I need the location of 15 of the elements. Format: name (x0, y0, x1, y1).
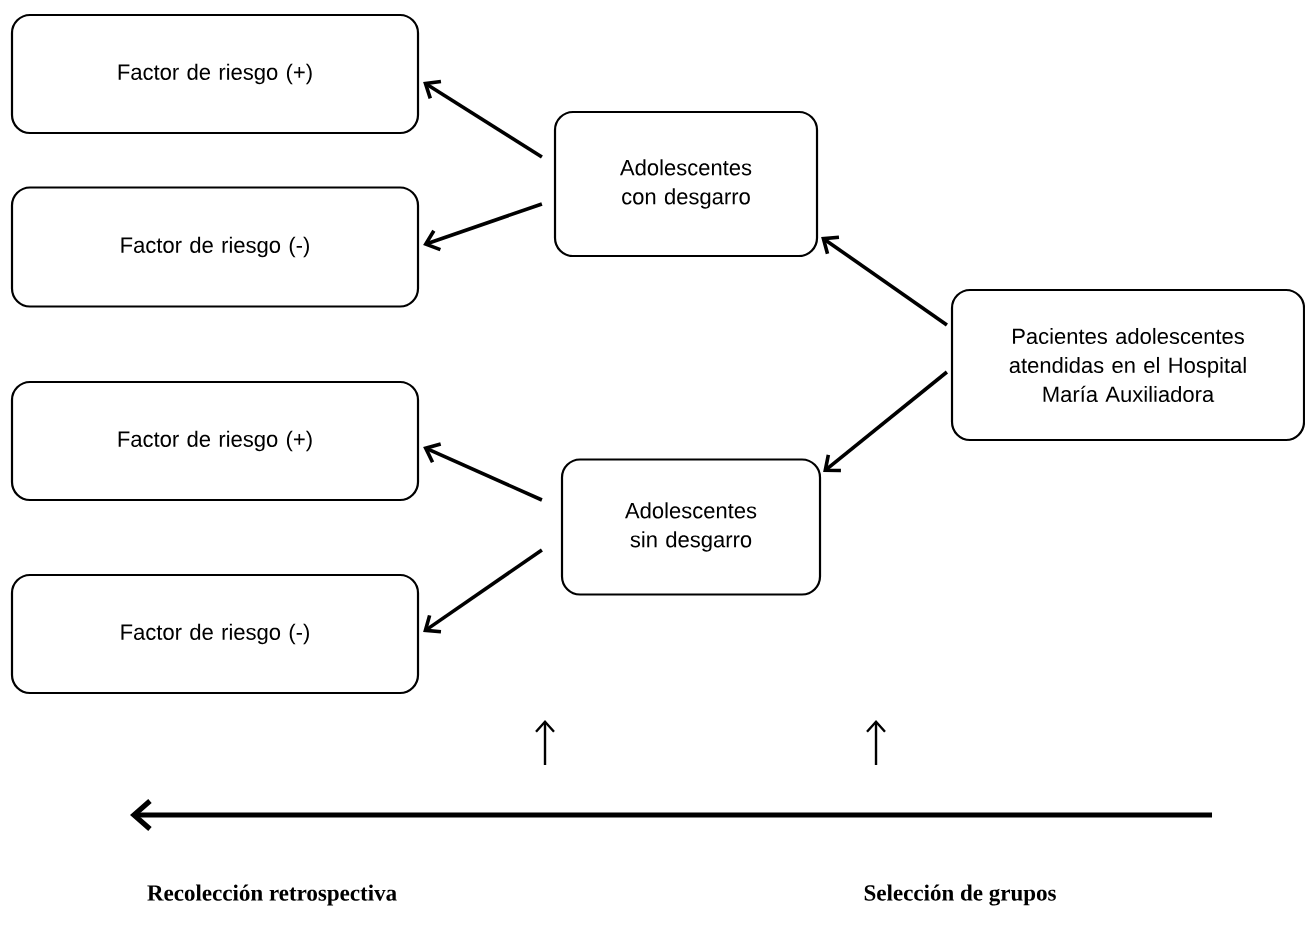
process-box: Factor de riesgo (+) (10, 380, 420, 502)
arrow (423, 548, 543, 634)
process-box: Adolescentes con desgarro (553, 110, 819, 258)
axis-label: Recolección retrospectiva (147, 884, 397, 906)
process-box: Factor de riesgo (-) (10, 186, 420, 308)
arrow (823, 370, 949, 473)
process-box: Factor de riesgo (+) (10, 13, 420, 135)
arrow (423, 202, 543, 252)
process-box: Pacientes adolescentes atendidas en el Hospital María Auxiliadora (950, 288, 1305, 442)
arrow (423, 79, 543, 159)
arrow (821, 235, 948, 327)
arrow (423, 442, 543, 502)
process-box: Adolescentes sin desgarro (560, 458, 822, 596)
axis-label: Selección de grupos (864, 884, 1056, 906)
process-box: Factor de riesgo (-) (10, 573, 420, 695)
